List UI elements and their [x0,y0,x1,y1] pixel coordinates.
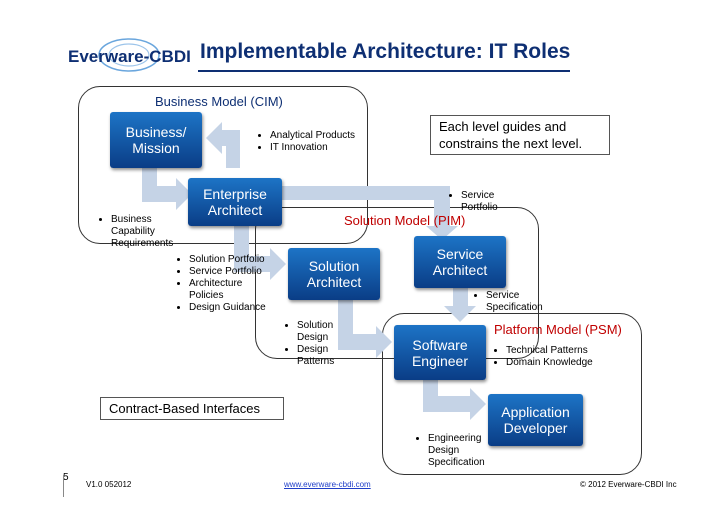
version-label: V1.0 052012 [86,480,132,489]
solution-architect-box: Solution Architect [288,248,380,300]
list-item: Technical Patterns [506,345,646,357]
list-item: Business Capability Requirements [111,214,189,250]
list-item: Service Portfolio [461,190,519,214]
business-model-label: Business Model (CIM) [155,94,283,109]
feedback-arrow [206,122,240,168]
title-underline [198,70,570,72]
slide-title: Implementable Architecture: IT Roles [200,40,571,63]
solution-portfolio-list: Solution Portfolio Service Portfolio Arc… [177,254,269,314]
arrow-solution-to-software [338,300,392,358]
list-item: Architecture Policies [189,278,269,302]
analytical-products-list: Analytical Products IT Innovation [258,130,390,154]
list-item: Domain Knowledge [506,357,646,369]
list-item: Analytical Products [270,130,390,142]
platform-model-region [382,313,642,475]
list-item: Engineering Design Specification [428,433,510,469]
service-specification-list: Service Specification [474,290,554,314]
software-engineer-label: Software Engineer [411,336,469,369]
list-item: Design Patterns [297,344,359,368]
arrow-enterprise-to-solution [234,226,286,280]
technical-patterns-list: Technical Patterns Domain Knowledge [494,345,646,369]
arrow-service-to-software [444,288,476,322]
arrow-business-to-enterprise [142,168,192,210]
contract-interfaces-text: Contract-Based Interfaces [109,401,261,416]
list-item: Solution Portfolio [189,254,269,266]
footer-divider [63,475,64,497]
software-engineer-box: Software Engineer [394,325,486,380]
enterprise-architect-box: Enterprise Architect [188,178,282,226]
list-item: Solution Design [297,320,359,344]
enterprise-architect-label: Enterprise Architect [203,186,267,218]
business-mission-box: Business/ Mission [110,112,202,168]
engineering-design-list: Engineering Design Specification [416,433,510,469]
contract-interfaces-callout: Contract-Based Interfaces [100,397,284,420]
list-item: IT Innovation [270,142,390,154]
guides-callout: Each level guides and constrains the nex… [430,115,610,155]
solution-design-list: Solution Design Design Patterns [285,320,359,368]
business-mission-label: Business/ Mission [125,124,187,156]
page-number: 5 [63,472,69,483]
copyright-notice: © 2012 Everware-CBDI Inc [580,480,677,489]
application-developer-label: Application Developer [501,404,570,436]
service-portfolio-list: Service Portfolio [449,190,519,214]
arrow-software-to-developer [423,380,486,420]
guides-callout-text: Each level guides and constrains the nex… [439,119,583,151]
service-architect-label: Service Architect [432,246,488,278]
logo-text: Everware-CBDI [68,47,191,66]
solution-architect-label: Solution Architect [306,258,362,290]
everware-cbdi-logo: Everware-CBDI [68,38,191,72]
business-capability-list: Business Capability Requirements [99,214,189,250]
application-developer-box: Application Developer [488,394,583,446]
website-link[interactable]: www.everware-cbdi.com [284,480,371,489]
service-architect-box: Service Architect [414,236,506,288]
solution-model-label: Solution Model (PIM) [344,213,466,228]
list-item: Design Guidance [189,302,269,314]
business-model-region [78,86,368,244]
list-item: Service Portfolio [189,266,269,278]
platform-model-label: Platform Model (PSM) [494,322,622,337]
list-item: Service Specification [486,290,554,314]
arrow-enterprise-to-service [282,186,458,240]
